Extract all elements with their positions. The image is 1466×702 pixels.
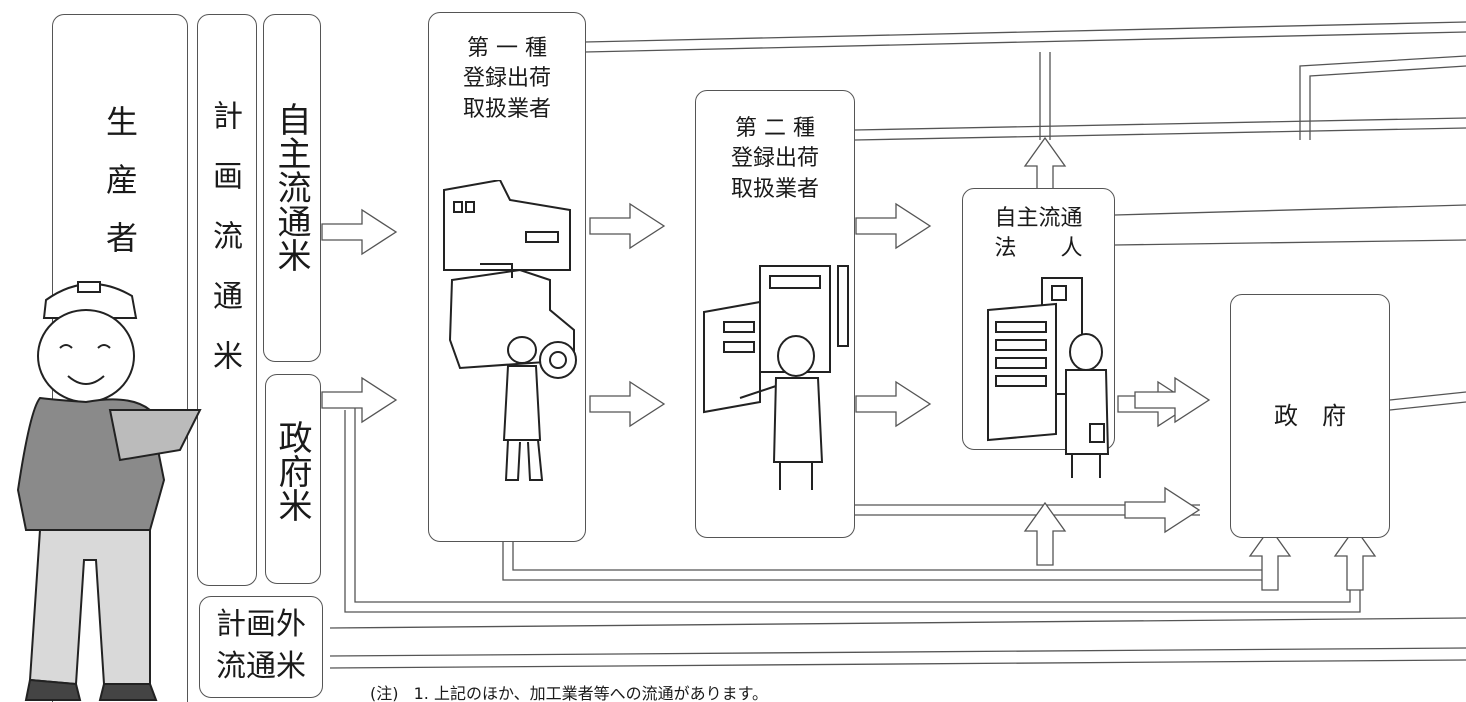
government-rice-box bbox=[265, 374, 321, 584]
unplanned-rice-label: 計画外 流通米 bbox=[204, 604, 318, 688]
government-rice-label: 政府米 bbox=[272, 420, 312, 522]
dealer2-line1: 第 二 種 bbox=[735, 116, 815, 141]
corporation-line2: 法 人 bbox=[994, 236, 1083, 262]
corporation-label: 自主流通 法 人 bbox=[962, 204, 1115, 265]
planned-rice-text: 計画流通米 bbox=[207, 100, 242, 400]
dealer1-line3: 取扱業者 bbox=[462, 96, 551, 122]
corporation-line1: 自主流通 bbox=[994, 206, 1083, 231]
producer-label: 生産者 bbox=[101, 105, 139, 279]
top-flow-lines bbox=[584, 21, 1466, 411]
arrow-to-corporation-bottom bbox=[1024, 502, 1066, 566]
dealer1-line2: 登録出荷 bbox=[462, 66, 551, 92]
voluntary-rice-box bbox=[263, 14, 321, 362]
footnote: (注) 1. 上記のほか、加工業者等への流通があります。 bbox=[370, 680, 768, 702]
voluntary-rice-text: 自主流通米 bbox=[271, 102, 311, 272]
footnote-prefix: (注) bbox=[370, 684, 399, 702]
dealer2-label: 第 二 種 登録出荷 取扱業者 bbox=[695, 114, 855, 205]
planned-rice-label: 計画流通米 bbox=[207, 100, 245, 400]
footnote-text: 1. 上記のほか、加工業者等への流通があります。 bbox=[413, 684, 769, 702]
voluntary-rice-label: 自主流通米 bbox=[271, 102, 311, 272]
dealer2-line2: 登録出荷 bbox=[730, 146, 819, 172]
dealer1-label: 第 一 種 登録出荷 取扱業者 bbox=[428, 34, 586, 125]
corporate-building-illustration-icon bbox=[987, 277, 1110, 478]
dealer2-line3: 取扱業者 bbox=[730, 176, 819, 202]
office-building-illustration-icon bbox=[703, 265, 849, 490]
unplanned-rice-line1: 計画外 bbox=[216, 607, 306, 642]
dealer1-line1: 第 一 種 bbox=[467, 36, 547, 61]
government-label: 政 府 bbox=[1274, 402, 1346, 430]
unplanned-rice-line2: 流通米 bbox=[216, 649, 306, 684]
forklift-warehouse-illustration-icon bbox=[443, 180, 577, 481]
planned-rice-box bbox=[197, 14, 257, 586]
government-box bbox=[1230, 294, 1390, 538]
producer-text: 生産者 bbox=[101, 105, 139, 279]
government-rice-text: 政府米 bbox=[272, 420, 312, 522]
farmer-illustration-icon bbox=[16, 281, 202, 701]
unplanned-rice-box bbox=[199, 596, 323, 698]
